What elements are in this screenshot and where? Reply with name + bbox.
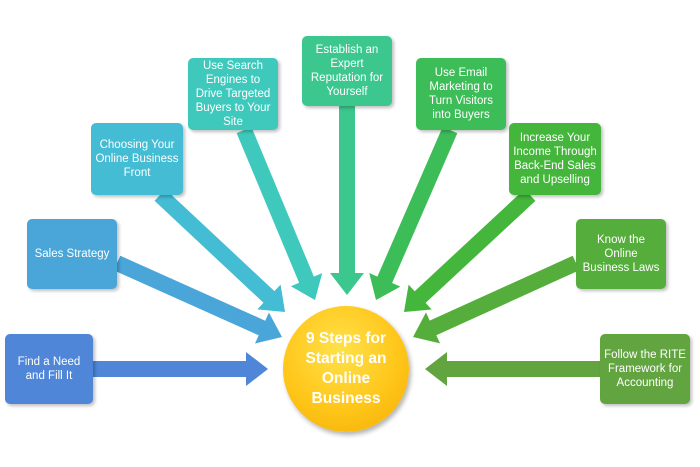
step-box-search-engines: Use Search Engines to Drive Targeted Buy…: [188, 58, 278, 130]
step-box-sales-strategy: Sales Strategy: [27, 219, 117, 289]
step-label: Find a Need and Fill It: [17, 355, 81, 382]
arrow-8: [413, 255, 580, 344]
step-label: Choosing Your Online Business Front: [95, 138, 179, 179]
step-label: Know the Online Business Laws: [582, 233, 660, 274]
step-label: Follow the RITE Framework for Accounting: [604, 348, 686, 389]
arrow-2: [113, 255, 282, 344]
step-label: Use Email Marketing to Turn Visitors int…: [429, 66, 493, 122]
step-label: Use Search Engines to Drive Targeted Buy…: [195, 59, 271, 129]
step-label: Establish an Expert Reputation for Yours…: [310, 43, 384, 99]
step-box-back-end-sales: Increase Your Income Through Back-End Sa…: [509, 123, 601, 195]
step-box-find-a-need: Find a Need and Fill It: [5, 334, 93, 404]
arrow-5: [330, 106, 364, 295]
step-label: Increase Your Income Through Back-End Sa…: [513, 131, 597, 187]
step-label: Sales Strategy: [34, 247, 110, 260]
arrow-6: [369, 126, 458, 300]
arrow-1: [93, 352, 268, 386]
step-box-expert-reputation: Establish an Expert Reputation for Yours…: [302, 36, 392, 106]
arrow-4: [236, 126, 323, 301]
step-box-business-laws: Know the Online Business Laws: [576, 219, 666, 289]
arrow-3: [154, 189, 285, 312]
step-box-email-marketing: Use Email Marketing to Turn Visitors int…: [416, 58, 506, 130]
center-label: 9 Steps for Starting an Online Business: [305, 329, 387, 408]
center-circle: 9 Steps for Starting an Online Business: [283, 306, 409, 432]
arrow-7: [404, 189, 536, 312]
arrow-9: [425, 352, 600, 386]
step-box-business-front: Choosing Your Online Business Front: [91, 123, 183, 195]
step-box-rite-framework: Follow the RITE Framework for Accounting: [600, 334, 690, 404]
